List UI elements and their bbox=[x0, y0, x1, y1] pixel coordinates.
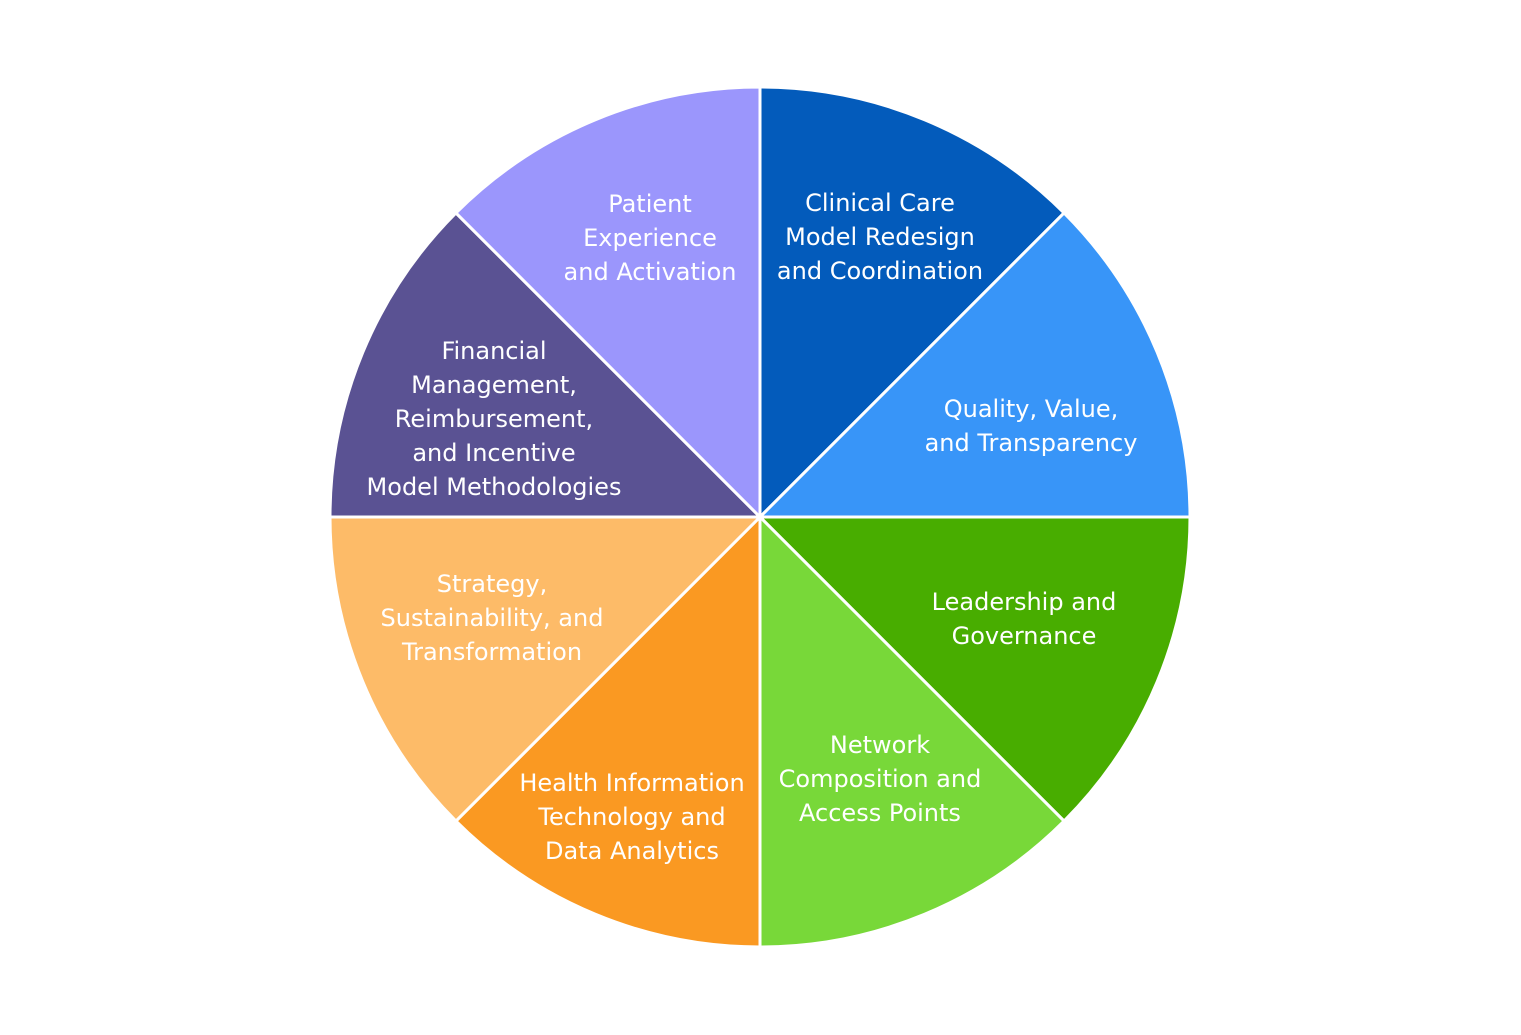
wheel-slice-label-line: Network bbox=[830, 731, 930, 759]
wheel-slice-label-line: Leadership and bbox=[932, 588, 1117, 616]
wheel-slice-label-line: Transformation bbox=[401, 638, 582, 666]
wheel-slice-label-line: Governance bbox=[952, 622, 1097, 650]
wheel-slice-2 bbox=[756, 210, 1192, 519]
wheel-slice-label-line: and Activation bbox=[564, 258, 737, 286]
wheel-slice-label-line: Access Points bbox=[799, 799, 961, 827]
wheel-slice-5 bbox=[453, 513, 762, 949]
wheel-slice-label-line: and Coordination bbox=[777, 257, 983, 285]
wheel-slice-label-2: Quality, Value, and Transparency bbox=[925, 395, 1138, 457]
wheel-slice-label-line: Strategy, bbox=[437, 570, 547, 598]
wheel-slice-label-line: Financial bbox=[441, 337, 546, 365]
wheel-slice-label-line: Management, bbox=[411, 371, 577, 399]
wheel-slice-label-line: Model Redesign bbox=[785, 223, 975, 251]
wheel-slice-label-line: Experience bbox=[583, 224, 717, 252]
wheel-slices bbox=[328, 85, 1192, 949]
wheel-slice-label-line: Composition and bbox=[779, 765, 982, 793]
wheel-slice-1 bbox=[758, 85, 1067, 521]
wheel-slice-label-line: and Incentive bbox=[412, 439, 575, 467]
wheel-slice-label-line: Health Information bbox=[519, 769, 744, 797]
wheel-slice-label-line: Sustainability, and bbox=[381, 604, 604, 632]
wheel-slice-label-line: Quality, Value, bbox=[944, 395, 1119, 423]
wheel-slice-7 bbox=[328, 210, 764, 519]
wheel-slice-label-line: Data Analytics bbox=[545, 837, 719, 865]
wheel-slice-label-line: Clinical Care bbox=[805, 189, 955, 217]
wheel-slice-6 bbox=[328, 515, 764, 824]
wheel-slice-4 bbox=[758, 513, 1067, 949]
wheel-slice-label-line: Technology and bbox=[537, 803, 725, 831]
wheel-slice-label-line: Reimbursement, bbox=[395, 405, 593, 433]
wheel-slice-8 bbox=[453, 85, 762, 521]
wheel-slice-label-line: Patient bbox=[608, 190, 692, 218]
wheel-slice-label-line: Model Methodologies bbox=[367, 473, 622, 501]
wheel-slice-3 bbox=[756, 515, 1192, 824]
wheel-slice-label-line: and Transparency bbox=[925, 429, 1138, 457]
